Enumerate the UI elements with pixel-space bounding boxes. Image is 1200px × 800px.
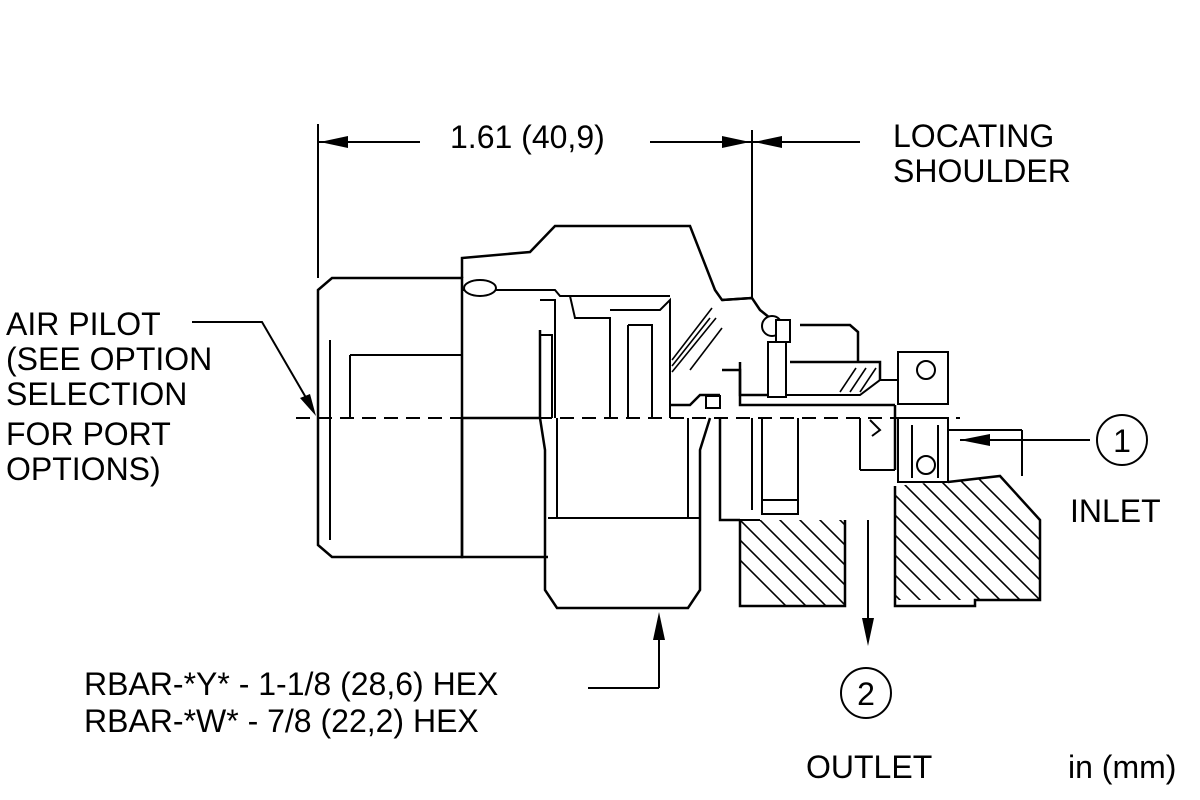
locating-shoulder-callout: LOCATING SHOULDER: [893, 118, 1071, 189]
air-pilot-line-4: FOR PORT: [6, 416, 171, 452]
locating-shoulder-line-2: SHOULDER: [893, 153, 1071, 189]
inlet-label: INLET: [1070, 493, 1161, 529]
port-1-circle: [1096, 414, 1148, 466]
port-2-circle: [840, 667, 892, 719]
port-1-number: 1: [1113, 423, 1131, 459]
air-pilot-line-1: AIR PILOT: [6, 306, 161, 342]
air-pilot-line-5: OPTIONS): [6, 451, 161, 487]
hex-nut-upper: [460, 224, 753, 418]
locating-shoulder-line-1: LOCATING: [893, 118, 1054, 154]
sleeve-assembly: [670, 296, 949, 522]
outlet-label: OUTLET: [806, 749, 932, 785]
hex-section: [460, 330, 712, 610]
hex-note-line-1: RBAR-*Y* - 1-1/8 (28,6) HEX: [84, 666, 498, 702]
port-2-number: 2: [857, 676, 875, 712]
hex-size-callout: RBAR-*Y* - 1-1/8 (28,6) HEX RBAR-*W* - 7…: [84, 612, 665, 739]
air-pilot-callout: AIR PILOT (SEE OPTION SELECTION FOR PORT…: [6, 306, 316, 487]
units-label: in (mm): [1068, 749, 1176, 785]
manifold-section: [738, 429, 1042, 608]
dimension-label: 1.61 (40,9): [450, 119, 605, 155]
outlet-port-callout: 2 OUTLET: [806, 520, 932, 785]
hex-note-line-2: RBAR-*W* - 7/8 (22,2) HEX: [84, 703, 479, 739]
air-pilot-line-3: SELECTION: [6, 376, 187, 412]
overall-length-dimension: 1.61 (40,9): [317, 119, 860, 298]
inlet-port-callout: 1 INLET: [960, 414, 1161, 529]
air-pilot-line-2: (SEE OPTION: [6, 341, 212, 377]
